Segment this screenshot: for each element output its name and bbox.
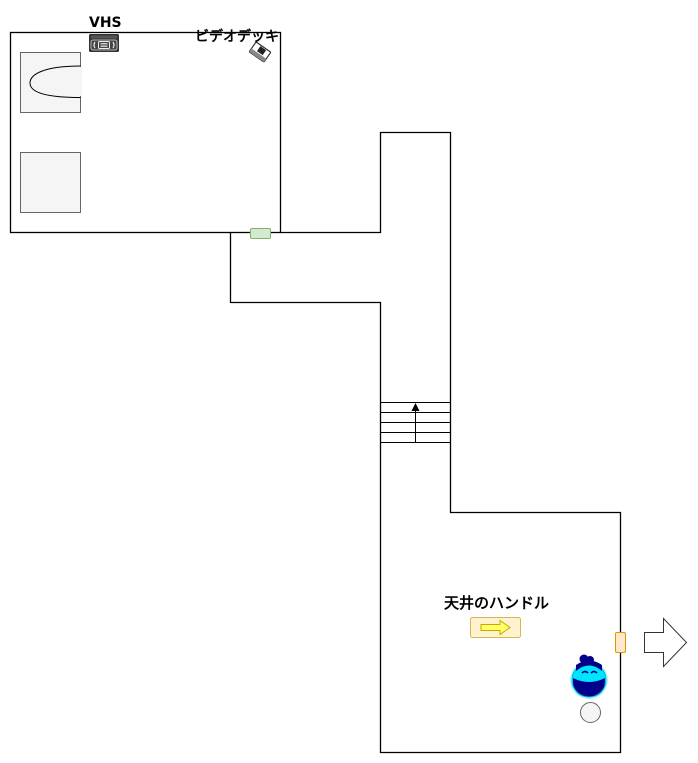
corridor-walls: [229, 131, 622, 754]
ceiling-handle[interactable]: [470, 617, 521, 638]
stairs-up-arrow-icon: [411, 403, 420, 442]
exit-arrow-icon[interactable]: [644, 617, 688, 668]
ceiling-handle-label: 天井のハンドル: [444, 594, 550, 612]
sofa-furniture[interactable]: [20, 52, 83, 113]
vhs-cassette-icon[interactable]: [89, 34, 119, 52]
video-deck-icon[interactable]: [248, 41, 272, 63]
door-orange[interactable]: [615, 632, 626, 653]
marker-circle[interactable]: [580, 702, 601, 723]
video-deck-label: ビデオデッキ: [195, 29, 279, 45]
cabinet-furniture[interactable]: [20, 152, 81, 213]
door-green[interactable]: [250, 228, 271, 239]
room-vhs: [9, 31, 282, 234]
character-icon[interactable]: [570, 654, 608, 700]
arrow-right-icon: [480, 619, 511, 636]
vhs-label: VHS: [89, 15, 122, 31]
